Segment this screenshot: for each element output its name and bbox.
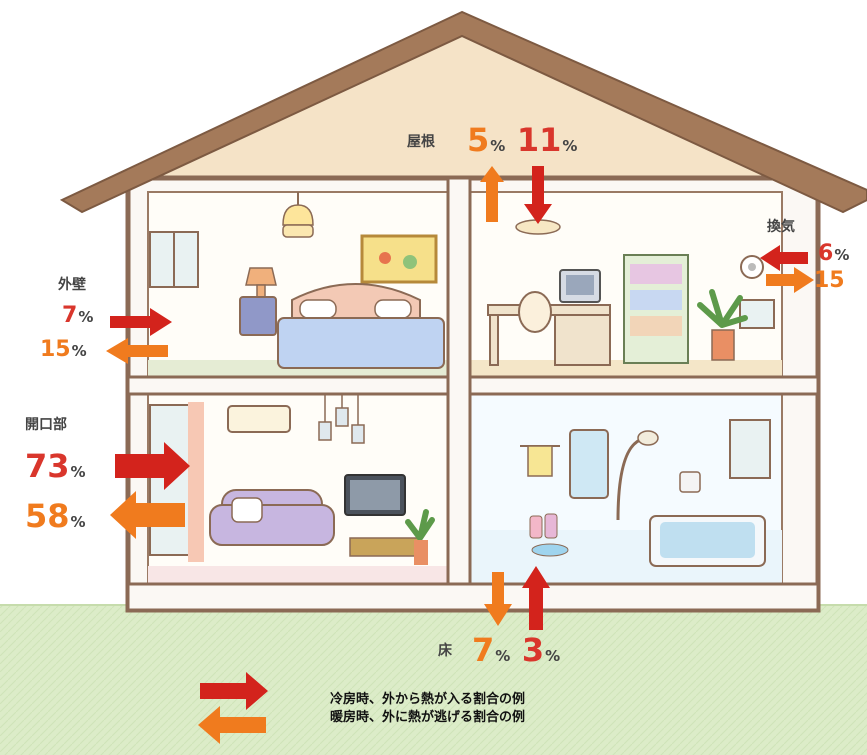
sofa-icon [209,489,335,546]
bath-bottles-icon [529,513,569,557]
floor-arrows [484,566,550,630]
window-bathroom [729,419,771,479]
vent-cooling-arrow [760,245,808,271]
ventilation-cooling: 6% [818,243,849,265]
openings-heating: 58% [25,500,86,532]
floor-cooling-arrow [522,566,550,630]
openings-cooling-value: 73 [25,447,70,485]
opening-heating-arrow [110,491,185,539]
legend-cooling-text: 冷房時、外から熱が入る割合の例 [330,691,526,706]
ceiling-lamp-icon [282,192,314,238]
roof-values: 5% 11% [467,124,577,156]
roof-heating-unit: % [562,137,578,155]
plant-icon [697,289,748,361]
roof-arrows [480,166,552,224]
roof-heating-arrow [480,166,504,222]
window-lower-left [149,402,204,562]
roof-cooling-unit: % [490,137,506,155]
walls-cooling-unit: % [78,308,94,326]
walls-cooling: 7% [62,305,93,327]
computer-icon [559,269,601,303]
openings-heating-unit: % [70,513,86,531]
window-upper-left [149,231,199,288]
legend-heating-arrow [198,706,266,744]
ventilation-cooling-value: 6 [818,241,834,266]
vent-heating-arrow [766,267,814,293]
wall-arrows [106,308,172,364]
table-lamp-icon [239,267,277,336]
towel-icon [520,445,560,477]
ventilation-arrows [760,245,814,293]
roof-heating-value: 11 [516,121,562,159]
floor-heating-unit: % [545,647,561,665]
shower-icon [569,429,659,521]
vent-fan-icon [740,255,764,279]
ground [0,605,867,755]
ventilation-heating-value: 15 [814,268,845,293]
walls-label: 外壁 [58,277,86,293]
legend-heating-text: 暖房時、外に熱が逃げる割合の例 [330,709,526,724]
opening-arrows [110,442,190,539]
plant-lower-icon [405,509,435,565]
ventilation-heating: 15 [814,270,845,292]
roof-cooling-value: 5 [467,121,490,159]
walls-cooling-value: 7 [62,303,78,328]
legend-cooling-arrow [200,672,268,710]
openings-heating-value: 58 [25,497,70,535]
air-conditioner-icon [227,405,291,433]
floor-cooling-value: 7 [472,631,495,669]
tv-icon [344,474,421,557]
floor-heating-arrow [484,572,512,626]
roof [59,10,867,214]
attic [128,30,795,178]
wall-cooling-arrow [110,308,172,336]
floor-heating-value: 3 [521,631,545,669]
openings-cooling-unit: % [70,463,86,481]
walls-heating-unit: % [71,342,87,360]
floor-values: 7% 3% [472,634,560,666]
bed-icon [277,283,445,369]
bathtub-icon [649,471,766,567]
walls-heating: 15% [40,339,87,361]
floor-label: 床 [438,643,452,659]
openings-cooling: 73% [25,450,86,482]
roof-cooling-arrow [524,166,552,224]
roof-label-group: 屋根 [407,133,435,149]
floor-cooling-unit: % [495,647,511,665]
desk-icon [487,291,611,366]
bookshelf-icon [623,254,689,364]
ventilation-cooling-unit: % [834,246,850,264]
walls-heating-value: 15 [40,337,71,362]
openings-label: 開口部 [25,417,67,433]
painting-icon [360,234,438,284]
wall-heating-arrow [106,338,168,364]
pendant-lights-icon [318,394,365,444]
opening-cooling-arrow [115,442,190,490]
ventilation-label: 換気 [767,219,795,235]
roof-label: 屋根 [407,134,435,150]
